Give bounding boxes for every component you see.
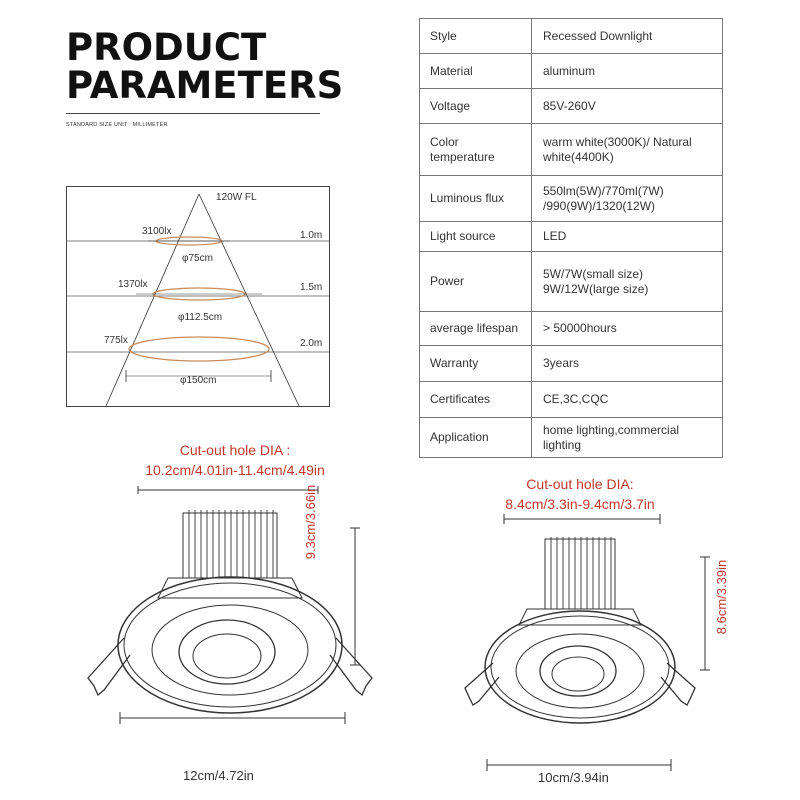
beam-label: 120W FL [216, 192, 257, 203]
large-cutout-title: Cut-out hole DIA : [179, 442, 291, 458]
lens [551, 656, 605, 692]
beam-diagram: 120W FL 3100lx φ75cm 1.0m 1370lx φ112.5c… [66, 186, 330, 407]
spring-clip-left-icon [87, 637, 131, 697]
param-value: > 50000hours [531, 311, 723, 346]
light-ring-3 [128, 336, 270, 362]
param-key: Power [419, 251, 532, 312]
spring-clip-right-icon [660, 662, 696, 706]
diagram-frame [66, 186, 330, 407]
trim-ring [117, 576, 343, 714]
heat-sink-icon [544, 538, 616, 610]
param-key: Style [419, 18, 532, 54]
page-title-line1: PRODUCT [66, 26, 267, 69]
param-value: 85V-260V [531, 88, 723, 124]
beam-edge-right [198, 193, 300, 407]
distance-label-3: 2.0m [300, 338, 322, 349]
beam-edge-left [105, 193, 200, 407]
param-key: Application [419, 417, 532, 458]
small-width-dimension [486, 759, 672, 771]
param-key: Material [419, 53, 532, 89]
param-value: LED [531, 221, 723, 252]
small-cutout-title: Cut-out hole DIA: [526, 476, 634, 492]
title-divider [66, 113, 320, 114]
page-title-line2: PARAMETERS [66, 64, 344, 107]
param-key: Luminous flux [419, 175, 532, 222]
large-cutout-size: 10.2cm/4.01in-11.4cm/4.49in [145, 462, 325, 478]
param-key: Certificates [419, 381, 532, 418]
small-cutout-size: 8.4cm/3.3in-9.4cm/3.7in [505, 496, 655, 512]
lamp-housing [518, 608, 642, 626]
distance-label-1: 1.0m [300, 230, 322, 241]
param-value: aluminum [531, 53, 723, 89]
lens [192, 633, 262, 679]
trim-ring-inner [490, 615, 670, 719]
large-height-label: 9.3cm/3.66in [303, 484, 318, 560]
trim-ring-inner [123, 582, 337, 708]
spring-clip-right-icon [329, 637, 373, 697]
small-height-label: 8.6cm/3.39in [714, 559, 729, 635]
trim-ring [484, 610, 676, 724]
param-value: 3years [531, 345, 723, 382]
small-lamp-drawing [464, 514, 710, 724]
lens-ring [539, 645, 617, 697]
param-value: 550lm(5W)/770ml(7W) /990(9W)/1320(12W) [531, 175, 723, 222]
param-value: CE,3C,CQC [531, 381, 723, 418]
lens-ring [178, 619, 276, 685]
param-key: Warranty [419, 345, 532, 382]
param-key: Light source [419, 221, 532, 252]
param-value: Recessed Downlight [531, 18, 723, 54]
lux-label-2: 1370lx [118, 279, 147, 290]
spring-clip-left-icon [464, 662, 500, 706]
param-value: warm white(3000K)/ Natural white(4400K) [531, 123, 723, 176]
param-key: average lifespan [419, 311, 532, 346]
reflector-rim [515, 633, 645, 709]
lux-label-3: 775lx [104, 335, 128, 346]
diameter-label-3: φ150cm [180, 375, 217, 386]
large-width-label: 12cm/4.72in [183, 768, 254, 783]
param-key: Color temperature [419, 123, 532, 176]
param-key: Voltage [419, 88, 532, 124]
unit-note: STANDARD SIZE UNIT : MILLIMETER [66, 122, 168, 128]
lux-label-1: 3100lx [142, 226, 171, 237]
diameter-label-1: φ75cm [182, 253, 213, 264]
param-value: home lighting,commercial lighting [531, 417, 723, 458]
distance-label-2: 1.5m [300, 282, 322, 293]
small-width-label: 10cm/3.94in [538, 770, 609, 785]
reflector-rim [151, 604, 309, 696]
table-row: average lifespan> 50000hours [419, 311, 723, 346]
heat-sink-icon [182, 512, 278, 579]
lamp-housing [157, 577, 303, 599]
diameter-label-2: φ112.5cm [178, 312, 222, 323]
large-lamp-drawing [87, 486, 373, 724]
param-value: 5W/7W(small size) 9W/12W(large size) [531, 251, 723, 312]
